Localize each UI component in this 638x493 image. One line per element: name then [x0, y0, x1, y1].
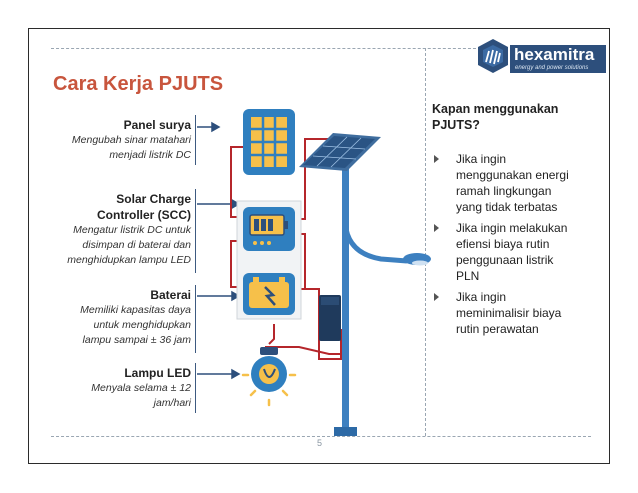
list-item: Jika ingin meminimalisir biaya rutin per…: [432, 289, 602, 337]
pole-battery-box: [319, 295, 341, 341]
usage-bullet-list: Jika ingin menggunakan energi ramah ling…: [432, 151, 602, 342]
bullet-2-line-3: penggunaan listrik: [456, 253, 554, 267]
battery-icon: [243, 273, 295, 315]
pjuts-diagram: [197, 109, 431, 436]
logo-brand: hexamitra: [514, 45, 595, 64]
connector-arrows: [197, 121, 241, 380]
pole-solar-panel: [299, 133, 381, 171]
scc-desc-3: menghidupkan lampu LED: [67, 254, 191, 266]
bottom-dashed-line: [51, 436, 591, 437]
baterai-heading: Baterai: [150, 288, 191, 302]
label-panel-surya: Panel surya Mengubah sinar matahari menj…: [41, 117, 191, 163]
right-title: Kapan menggunakan PJUTS?: [432, 101, 592, 133]
bullet-1-line-4: yang tidak terbatas: [456, 200, 558, 214]
bullet-3-line-3: rutin perawatan: [456, 322, 539, 336]
top-dashed-line: [51, 48, 481, 49]
right-dashed-line: [425, 48, 426, 436]
bullet-1-line-1: Jika ingin: [456, 152, 507, 166]
bullet-3-line-1: Jika ingin: [456, 290, 507, 304]
scc-heading-1: Solar Charge: [116, 192, 191, 206]
label-lampu-led: Lampu LED Menyala selama ± 12 jam/hari: [41, 365, 191, 411]
solar-panel-icon: [243, 109, 295, 175]
baterai-bar: [195, 285, 196, 353]
panel-surya-desc-2: menjadi listrik DC: [109, 149, 191, 161]
page-title: Cara Kerja PJUTS: [53, 73, 224, 95]
bullet-arrow-icon: [434, 155, 439, 163]
bullet-2-line-4: PLN: [456, 269, 480, 283]
label-baterai: Baterai Memiliki kapasitas daya untuk me…: [41, 287, 191, 348]
led-bulb-icon: [241, 347, 297, 407]
lampu-bar: [195, 363, 196, 413]
bullet-1-line-2: menggunakan energi: [456, 168, 569, 182]
baterai-desc-1: Memiliki kapasitas daya: [80, 304, 191, 316]
label-scc: Solar Charge Controller (SCC) Mengatur l…: [41, 191, 191, 268]
charge-controller-icon: [243, 207, 295, 251]
panel-surya-heading: Panel surya: [123, 118, 191, 132]
bullet-arrow-icon: [434, 224, 439, 232]
lampu-heading: Lampu LED: [124, 366, 191, 380]
scc-bar: [195, 189, 196, 273]
list-item: Jika ingin menggunakan energi ramah ling…: [432, 151, 602, 215]
right-title-2: PJUTS?: [432, 118, 480, 132]
logo-tagline: energy and power solutions: [515, 65, 589, 71]
lampu-desc-2: jam/hari: [153, 397, 191, 409]
scc-desc-1: Mengatur listrik DC untuk: [73, 224, 191, 236]
bullet-1-line-3: ramah lingkungan: [456, 184, 552, 198]
hexamitra-logo: hexamitra energy and power solutions: [475, 37, 609, 77]
lampu-desc-1: Menyala selama ± 12: [91, 382, 191, 394]
street-light-pole: [334, 164, 431, 436]
baterai-desc-2: untuk menghidupkan: [93, 319, 192, 331]
scc-heading-2: Controller (SCC): [97, 208, 191, 222]
bullet-2-line-2: efiensi biaya rutin: [456, 237, 550, 251]
list-item: Jika ingin melakukan efiensi biaya rutin…: [432, 220, 602, 284]
scc-desc-2: disimpan di baterai dan: [82, 239, 191, 251]
bullet-3-line-2: meminimalisir biaya: [456, 306, 562, 320]
slide: hexamitra energy and power solutions Car…: [28, 28, 610, 464]
logo-hexagon-icon: [478, 39, 606, 73]
page-number: 5: [317, 438, 323, 448]
bullet-2-line-1: Jika ingin melakukan: [456, 221, 568, 235]
panel-surya-desc-1: Mengubah sinar matahari: [71, 134, 191, 146]
right-title-1: Kapan menggunakan: [432, 102, 559, 116]
baterai-desc-3: lampu sampai ± 36 jam: [82, 334, 191, 346]
panel-surya-bar: [195, 115, 196, 165]
bullet-arrow-icon: [434, 293, 439, 301]
